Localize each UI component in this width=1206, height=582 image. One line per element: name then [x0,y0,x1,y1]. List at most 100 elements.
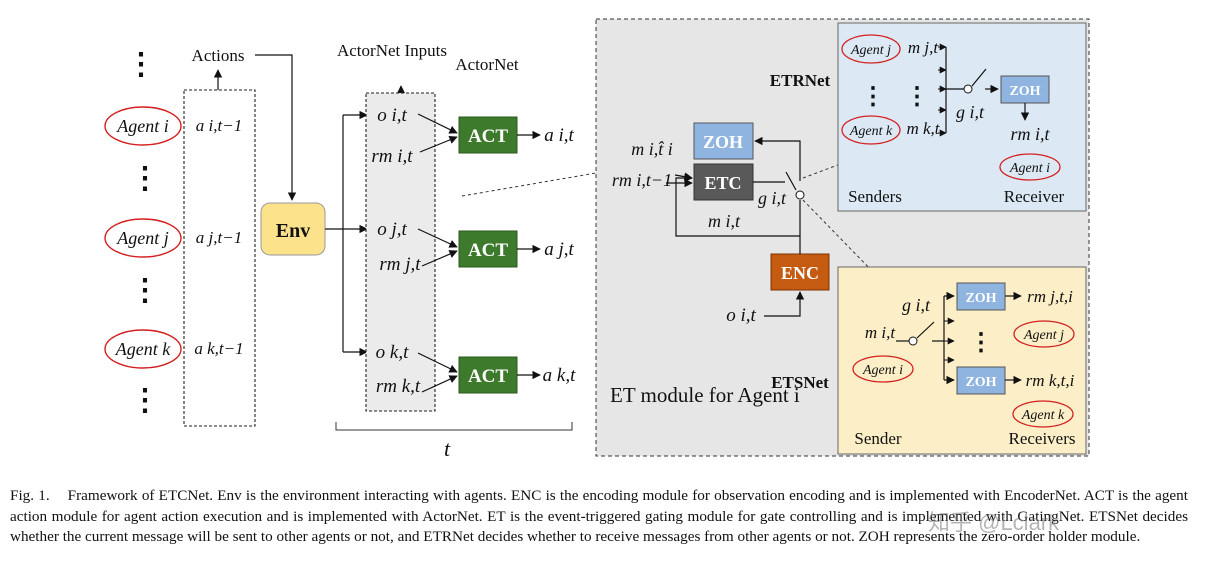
etr-msg-k: m k,t [906,119,940,138]
rm-prev-label: rm i,t−1 [612,170,672,190]
ets-sender-agent-label: Agent i [862,363,903,378]
act-k-label: ACT [468,366,508,387]
actions-to-env-arrow [255,54,297,201]
enc-box: ENC [770,253,830,291]
et-module-title: ET module for Agent i [610,383,800,407]
figure-caption: Fig. 1.Framework of ETCNet. Env is the e… [10,486,1188,548]
act-output-k: a k,t [543,365,576,386]
etrnet-label: ETRNet [770,71,831,90]
etr-receiver-agent-label: Agent i [1009,161,1050,176]
rm-k: rm k,t [376,376,421,397]
oi-to-act [417,113,458,134]
rmk-to-act [421,375,458,393]
ets-dots: ⋮ [969,330,993,356]
action-j-prev: a j,t−1 [196,228,242,247]
agent-k-left: Agent k [104,329,182,369]
act-i-label: ACT [468,126,508,147]
rmj-to-act [421,250,458,267]
zoh-box-et: ZOH [693,122,754,160]
agent-i-left: Agent i [104,106,182,146]
actornet-inputs-title-line: ActorNet Inputs [337,41,447,60]
action-i-prev: a i,t−1 [196,116,242,135]
zoh-box-receiver: ZOH [1000,75,1050,104]
obs-to-enc [764,291,805,317]
rm-j: rm j,t [379,254,421,275]
watermark: 知乎 @Lclark [928,510,1060,535]
agent-j-label: Agent j [116,228,169,248]
etr-rm: rm i,t [1010,124,1050,144]
caption-text: Framework of ETCNet. Env is the environm… [10,487,1188,545]
etc-box: ETC [693,163,754,201]
ets-gate: g i,t [902,295,931,315]
act-box-j: ACT [458,230,518,268]
ets-receiver-agent-j-label: Agent j [1023,328,1064,343]
receivers-label: Receivers [1008,429,1075,448]
ets-switch-blade [916,321,935,339]
etr-switch-blade [971,68,987,87]
dots-agent-top: ⋮ [126,48,156,81]
enc-feedback [675,173,801,254]
zoom-connector-left [461,172,597,197]
dots-agent-jk: ⋮ [130,274,160,307]
obs-k: o k,t [376,342,409,363]
ets-rm-j: rm j,t,i [1027,287,1073,306]
m-hat-label: m i,t̂ i [631,139,673,159]
etr-agent-j-label: Agent j [850,43,891,58]
enc-label: ENC [781,263,819,283]
obs-et-label: o i,t [726,305,756,326]
etr-agent-k-label: Agent k [849,124,893,139]
etr-receiver-agent: Agent i [999,153,1061,181]
obs-j: o j,t [377,219,407,240]
sender-label: Sender [854,429,902,448]
zoh-sender-top-label: ZOH [965,291,996,306]
etr-switch-node [963,84,973,94]
etc-label: ETC [704,173,741,193]
time-label: t [444,436,451,461]
etr-dots-2: ⋮ [905,84,929,110]
agent-j-left: Agent j [104,218,182,258]
et-module-title-text: ET module for Agent i [610,383,800,407]
act-j-label: ACT [468,240,508,261]
ets-receiver-agent-k-label: Agent k [1021,408,1065,423]
act-output-i: a i,t [544,125,574,146]
actions-label: Actions [192,46,245,65]
act-output-j: a j,t [544,239,574,260]
ets-msg: m i,t [865,323,897,342]
ets-switch-node [908,336,918,346]
zoh-box-sender-bottom: ZOH [956,366,1006,395]
env-box: Env [260,202,326,256]
etr-msg-j: m j,t [908,38,940,57]
senders-label: Senders [848,187,902,206]
etsnet-label: ETSNet [771,373,829,392]
zoh-box-sender-top: ZOH [956,282,1006,311]
ets-receiver-agent-k: Agent k [1012,400,1074,428]
ok-to-act [417,352,458,373]
dots-agent-bottom: ⋮ [130,384,160,417]
dots-agent-ij: ⋮ [130,162,160,195]
zoh-et-label: ZOH [703,132,743,152]
switch-node-et [795,190,805,200]
rm-i: rm i,t [371,146,413,167]
actornet-inputs-box [365,92,436,412]
obs-i: o i,t [377,105,407,126]
g-label-et: g i,t [758,188,787,208]
time-bracket [335,422,573,431]
m-cur-label: m i,t [708,211,741,231]
etr-agent-k: Agent k [841,115,901,145]
action-k-prev: a k,t−1 [194,339,243,358]
etr-dots-1: ⋮ [861,84,885,110]
actornet-inputs-title: ActorNet Inputs [337,41,447,60]
zoh-sender-bottom-label: ZOH [965,375,996,390]
actornet-title: ActorNet [455,55,519,74]
act-box-i: ACT [458,116,518,154]
agent-k-label: Agent k [115,339,171,359]
agent-i-label: Agent i [116,116,169,136]
rmi-to-act [419,135,458,153]
ets-receiver-agent-j: Agent j [1013,320,1075,348]
receiver-label: Receiver [1004,187,1065,206]
switch-blade-et [785,171,797,191]
switch-to-zoh [754,136,801,181]
actions-dashed-box [183,89,256,427]
env-label: Env [276,220,310,242]
zoom-to-sender [802,199,913,313]
